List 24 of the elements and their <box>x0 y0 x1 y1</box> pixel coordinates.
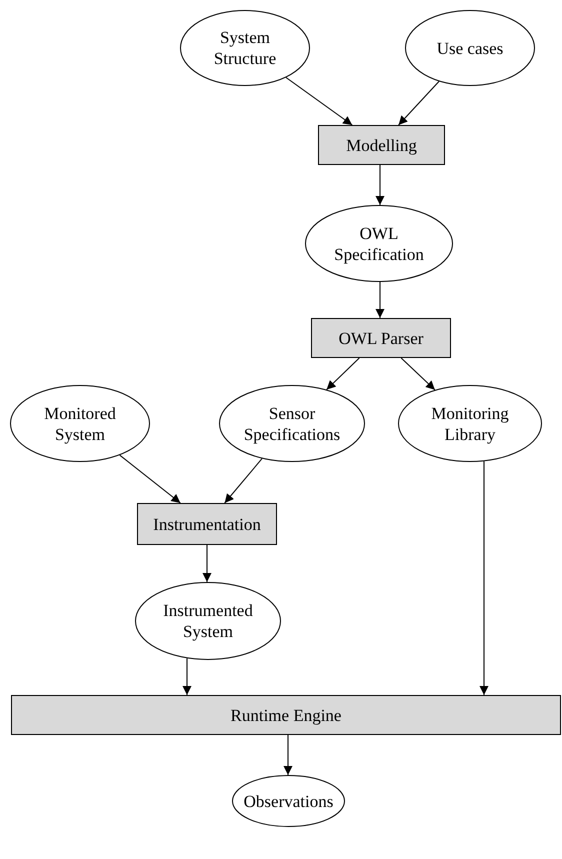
arrow <box>400 358 436 390</box>
arrow <box>284 734 292 776</box>
arrow <box>376 164 384 206</box>
node-label: Instrumented System <box>162 600 254 642</box>
node-label: Modelling <box>346 134 417 156</box>
node-label: Sensor Specifications <box>242 402 342 444</box>
node-label: OWL Parser <box>338 328 424 348</box>
node-label: System Structure <box>212 27 278 69</box>
arrow <box>286 76 353 126</box>
arrow <box>224 458 263 504</box>
arrow <box>202 544 212 582</box>
arrow <box>480 460 488 696</box>
arrow <box>326 358 360 390</box>
arrow <box>182 658 192 696</box>
arrow <box>376 282 384 318</box>
node-label: Use cases <box>436 38 504 58</box>
node-label: Instrumentation <box>153 514 261 534</box>
node-label: Monitoring Library <box>430 402 510 444</box>
arrow <box>398 80 440 126</box>
node-label: Monitored System <box>43 402 117 444</box>
node-label: Observations <box>244 790 334 812</box>
node-label: OWL Specification <box>333 222 425 264</box>
arrow <box>119 454 181 504</box>
node-label: Runtime Engine <box>230 704 342 726</box>
